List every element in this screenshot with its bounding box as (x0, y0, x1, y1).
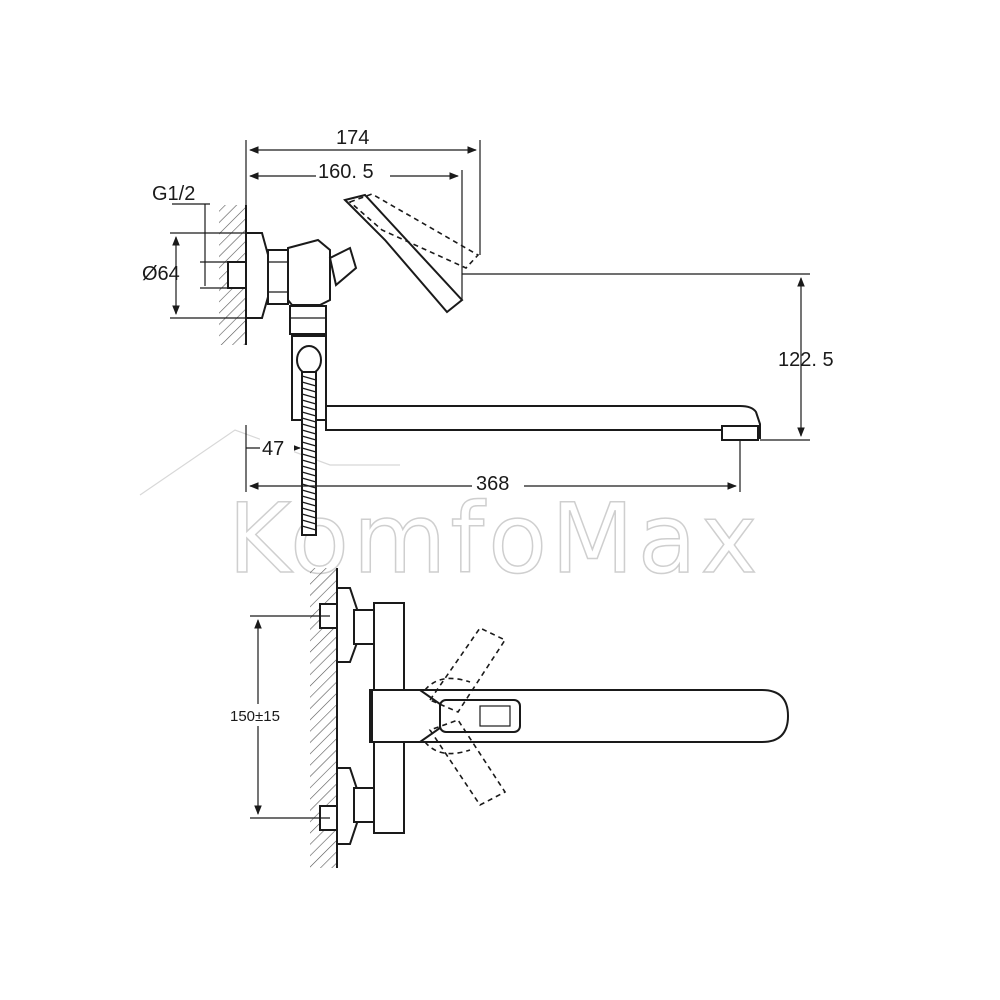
lever-slot (479, 705, 511, 727)
top-view: 150±15 (228, 568, 790, 868)
dim-label-bg (228, 704, 302, 726)
dim-width-lever: 160. 5 (318, 161, 374, 183)
spout (325, 405, 761, 439)
diverter-knob (296, 345, 322, 375)
lever-raised-dashed (348, 193, 480, 269)
aerator (721, 425, 759, 441)
dim-thread: G1/2 (152, 183, 195, 205)
lever-arc-dashed (424, 741, 471, 755)
lever-arc-dashed (424, 677, 471, 691)
lever-base-top (371, 689, 441, 743)
lever-right-dashed (428, 719, 507, 807)
dim-spout-height: 122. 5 (778, 349, 834, 371)
hex-nut (267, 249, 289, 305)
dim-spout-reach: 368 (476, 473, 509, 495)
dim-hose-outlet: 47 (262, 438, 284, 460)
watermark: KomfoMax (139, 429, 758, 596)
dim-inlet-spacing: 150±15 (230, 708, 280, 725)
diverter-nut (289, 305, 327, 335)
lever-left-dashed (428, 626, 507, 714)
dim-label-bg (472, 470, 524, 494)
cartridge-housing (328, 246, 358, 287)
dim-flange-diameter: Ø64 (142, 263, 180, 285)
mixer-body (287, 238, 331, 306)
dim-label-bg (260, 436, 294, 458)
hex-nut-lower (353, 787, 377, 823)
dim-width-total: 174 (336, 127, 369, 149)
shower-hose-coils (301, 375, 317, 531)
inlet-stub (227, 261, 247, 289)
wall-flange (245, 232, 271, 319)
hex-nut-upper (353, 609, 377, 645)
dim-label-bg (316, 158, 390, 182)
side-view: 174 160. 5 G1/2 Ø64 122. 5 47 368 (142, 127, 834, 536)
